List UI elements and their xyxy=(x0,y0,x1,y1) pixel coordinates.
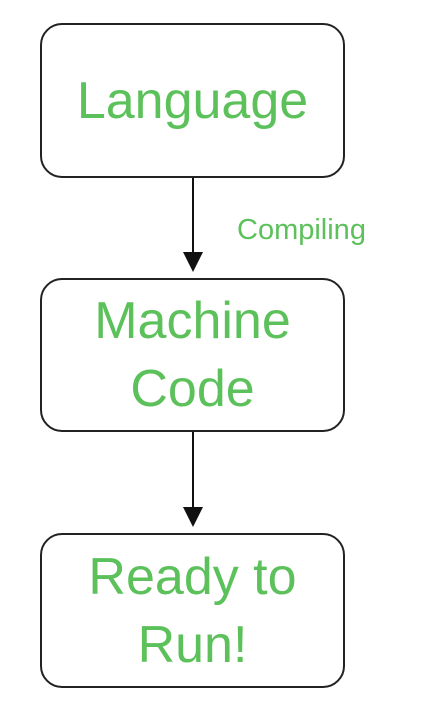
node-ready-to-run-label: Ready to Run! xyxy=(88,547,297,674)
node-machine-code: Machine Code xyxy=(40,278,345,432)
edge-label-compiling: Compiling xyxy=(237,214,366,246)
node-language: Language xyxy=(40,23,345,178)
node-language-label: Language xyxy=(76,71,309,130)
node-ready-to-run: Ready to Run! xyxy=(40,533,345,688)
node-machine-code-label: Machine Code xyxy=(94,292,291,418)
